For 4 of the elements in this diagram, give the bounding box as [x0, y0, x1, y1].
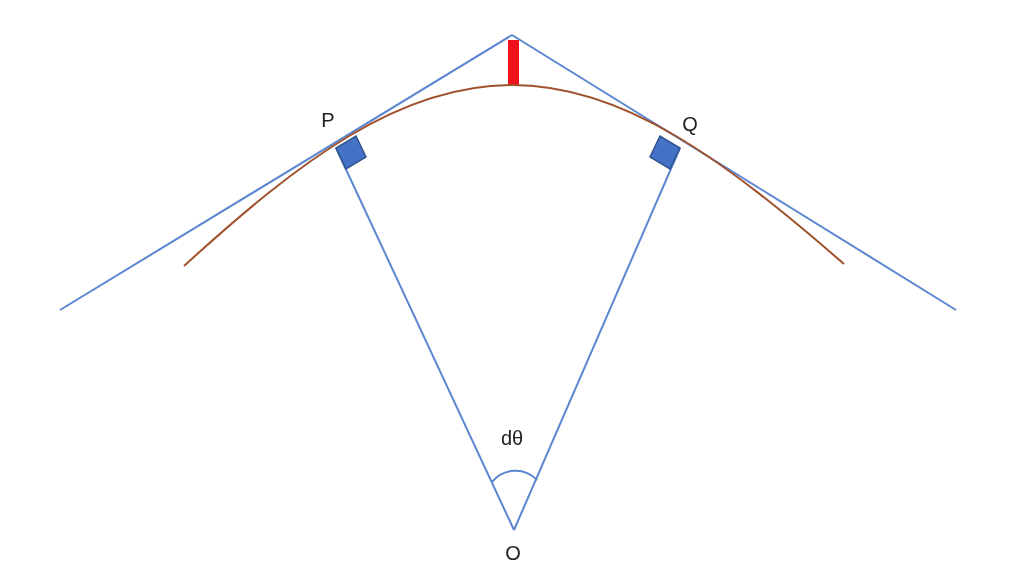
point-label: P	[321, 110, 335, 130]
point-label: O	[505, 543, 521, 563]
angle-label: dθ	[500, 428, 524, 448]
point-label: Q	[682, 114, 698, 134]
